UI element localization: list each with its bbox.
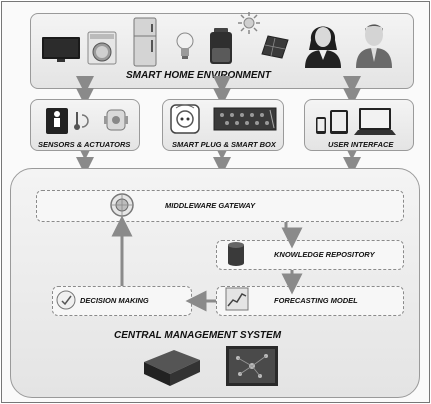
smart-home-environment-label: SMART HOME ENVIRONMENT — [126, 70, 271, 81]
thermometer-icon — [74, 112, 89, 130]
refrigerator-icon — [133, 17, 157, 67]
central-management-system-label: CENTRAL MANAGEMENT SYSTEM — [114, 330, 282, 341]
smart-plug-icon — [170, 104, 200, 134]
forecast-chart-icon — [225, 287, 249, 311]
sensors-actuators-label: SENSORS & ACTUATORS — [38, 140, 131, 149]
tablet-icon — [330, 110, 348, 134]
forecasting-model-label: FORECASTING MODEL — [274, 296, 358, 305]
sun-icon — [238, 12, 260, 34]
middleware-gateway-box — [36, 190, 404, 222]
light-bulb-icon — [176, 32, 194, 59]
user-interface-label: USER INTERFACE — [328, 140, 394, 149]
actuator-icon — [104, 109, 128, 131]
battery-icon — [210, 28, 232, 64]
knowledge-repository-label: KNOWLEDGE REPOSITORY — [274, 250, 375, 259]
decision-icon — [56, 290, 76, 310]
server-box-icon — [144, 350, 200, 386]
smart-box-icon — [213, 107, 277, 131]
middleware-gateway-label: MIDDLEWARE GATEWAY — [165, 201, 256, 210]
knowledge-repository-box — [216, 240, 404, 270]
woman-user-icon — [305, 26, 341, 68]
solar-panel-icon — [261, 35, 289, 59]
sensor-person-icon — [46, 108, 68, 134]
database-icon — [228, 242, 244, 266]
tv-icon — [42, 37, 80, 62]
laptop-icon — [354, 108, 396, 135]
gateway-icon — [110, 193, 134, 217]
smartphone-icon — [316, 117, 326, 134]
washing-machine-icon — [87, 31, 117, 65]
smart-plug-label: SMART PLUG & SMART BOX — [172, 140, 276, 149]
decision-making-label: DECISION MAKING — [80, 296, 149, 305]
man-user-icon — [356, 24, 392, 68]
monitor-screen-icon — [226, 346, 278, 386]
